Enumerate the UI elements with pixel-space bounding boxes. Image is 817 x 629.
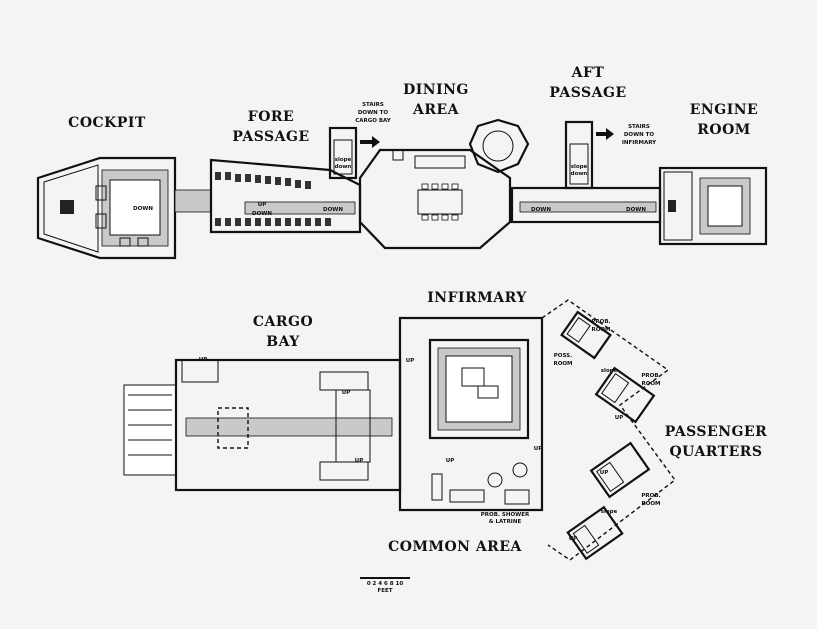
engine-room — [658, 166, 768, 246]
heading-aft-1: AFT — [571, 65, 605, 81]
lower-deck: UP UP UP UP UP UP PROB. SHOWER & LATRINE — [123, 299, 676, 561]
prob-room-c-1: PROB. — [641, 493, 660, 499]
aft-passage-room: slope down STAIRS DOWN TO INFIRMARY DOWN… — [510, 120, 662, 224]
pq-up-3: UP — [569, 536, 578, 542]
stairs-cargo-note-3: CARGO BAY — [355, 118, 392, 124]
pq-up-1: UP — [615, 415, 624, 421]
slope-down-1: slope — [335, 157, 352, 163]
stairs-to-cargo-bay: slope down STAIRS DOWN TO CARGO BAY — [328, 102, 392, 180]
aft-slope-down-2: down — [571, 171, 588, 177]
slope-label-2: slope — [601, 509, 618, 515]
heading-engine-2: ROOM — [697, 122, 751, 138]
slope-down-2: down — [335, 164, 352, 170]
inf-up-label-3: UP — [534, 446, 543, 452]
upper-deck: DOWN UP DOWN DOWN — [36, 102, 768, 260]
cargo-up-label-2: UP — [342, 390, 351, 396]
prob-room-b-1: PROB. — [641, 373, 660, 379]
common-area-room: PROB. SHOWER & LATRINE — [431, 462, 530, 525]
fore-down-label-2: DOWN — [323, 207, 343, 213]
heading-passenger-2: QUARTERS — [669, 444, 762, 460]
scale-numbers: 0 2 4 6 8 10 — [367, 581, 404, 587]
poss-room-2: ROOM — [553, 361, 572, 367]
cockpit-room: DOWN — [36, 156, 177, 260]
prob-room-c-2: ROOM — [641, 501, 660, 507]
fore-down-label: DOWN — [252, 211, 272, 217]
fore-passage-room: UP DOWN DOWN — [209, 158, 362, 234]
heading-infirmary: INFIRMARY — [427, 290, 527, 306]
heading-dining-1: DINING — [403, 82, 469, 98]
aft-down-label: DOWN — [531, 207, 551, 213]
heading-cockpit: COCKPIT — [68, 115, 146, 131]
heading-cargo-1: CARGO — [253, 314, 313, 330]
cargo-up-label-3: UP — [355, 458, 364, 464]
heading-engine-1: ENGINE — [690, 102, 758, 118]
slope-label-1: slope — [601, 368, 618, 374]
cargo-up-label: UP — [199, 357, 208, 363]
inf-up-label: UP — [406, 358, 415, 364]
prob-room-a-1: PROB. — [591, 319, 610, 325]
aft-slope-down-1: slope — [571, 164, 588, 170]
heading-fore-1: FORE — [248, 109, 294, 125]
shower-note-2: & LATRINE — [489, 519, 522, 525]
pq-up-2: UP — [600, 470, 609, 476]
heading-dining-2: AREA — [412, 102, 460, 118]
heading-cargo-2: BAY — [266, 334, 300, 350]
cargo-bay-room: UP UP UP — [174, 357, 402, 492]
heading-common-area: COMMON AREA — [388, 539, 522, 555]
stairs-inf-note-2: DOWN TO — [624, 132, 655, 138]
inf-up-label-2: UP — [446, 458, 455, 464]
stairs-inf-note-3: INFIRMARY — [622, 140, 657, 146]
fore-up-label: UP — [258, 202, 267, 208]
prob-room-b-2: ROOM — [641, 381, 660, 387]
poss-room-1: POSS. — [554, 353, 572, 359]
scale-bar: 0 2 4 6 8 10 FEET — [360, 577, 410, 594]
cockpit-down-label: DOWN — [133, 206, 153, 212]
heading-passenger-1: PASSENGER — [665, 424, 768, 440]
infirmary-room: UP UP UP — [398, 316, 544, 512]
prob-room-a-2: ROOM — [591, 327, 610, 333]
dining-area-room — [358, 118, 530, 250]
stairs-inf-note-1: STAIRS — [628, 124, 650, 130]
heading-aft-2: PASSAGE — [549, 85, 626, 101]
shower-note-1: PROB. SHOWER — [481, 512, 530, 518]
stairs-cargo-note-1: STAIRS — [362, 102, 384, 108]
stairs-cargo-note-2: DOWN TO — [358, 110, 389, 116]
heading-fore-2: PASSAGE — [232, 129, 309, 145]
scale-unit: FEET — [377, 588, 392, 594]
aft-down-label-2: DOWN — [626, 207, 646, 213]
passenger-quarters: PROB. ROOM POSS. ROOM PROB. ROOM PROB. R… — [553, 310, 661, 561]
